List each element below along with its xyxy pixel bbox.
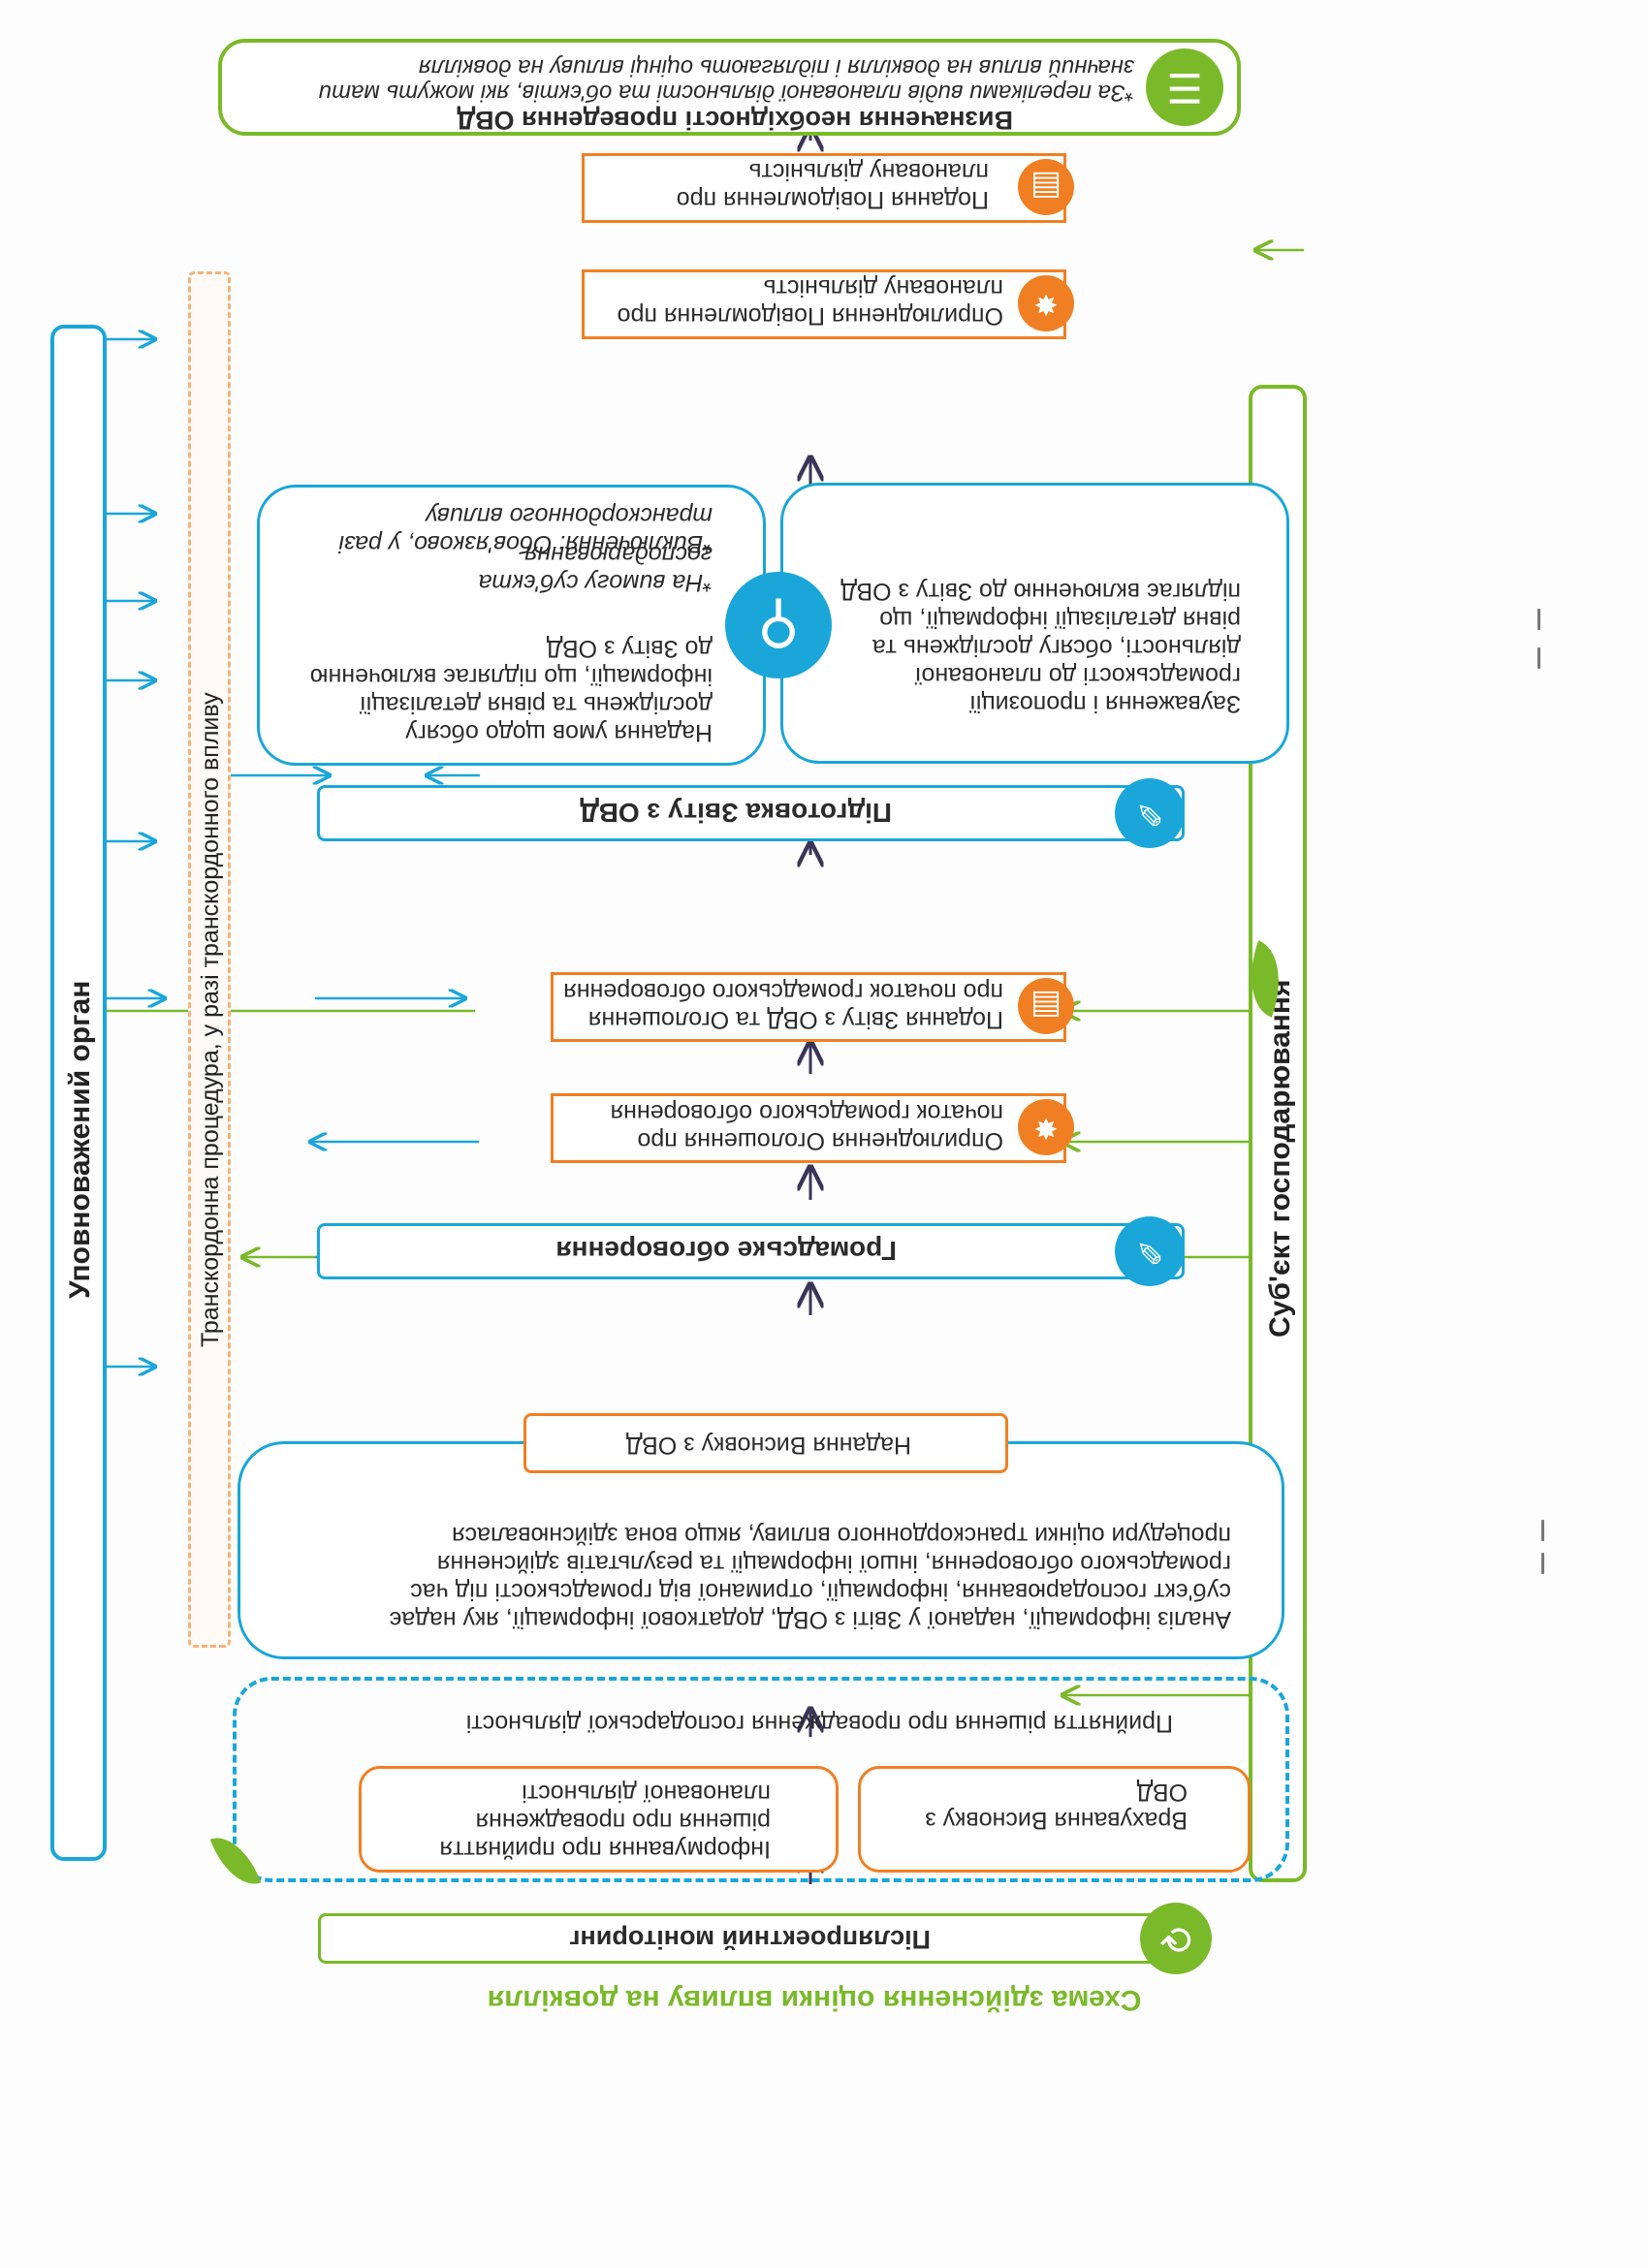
subject-label: Суб'єкт господарювання (1264, 979, 1296, 1338)
step-public-discussion-title: Громадське обговорення (555, 1236, 897, 1266)
edit-icon: ✎ (1115, 1216, 1185, 1286)
step-decision-inform-text: Інформування про прийняття рішення про п… (439, 1780, 771, 1863)
document-icon: ▤ (1018, 978, 1074, 1034)
step-decision-text: Прийняття рішення про провадження господ… (465, 1710, 1173, 1737)
step-monitoring-title: Післяпроектний моніторинг (569, 1925, 931, 1954)
step-decision-consider-text: Врахування Висновку з ОВД (925, 1779, 1188, 1834)
authority-label: Уповноважений орган (64, 980, 96, 1299)
step-prepare-report-title: Підготовка Звіту з ОВД (580, 798, 892, 828)
step-determine-note: *За переліками видів планованої діяльнос… (318, 54, 1134, 106)
step-publish-notice-text: Оприлюднення Повідомлення про плановану … (617, 274, 1003, 330)
monitoring-icon: ⟳ (1140, 1903, 1212, 1974)
step-submit-report-text: Подання Звіту з ОВД та Оголошення про по… (563, 978, 1003, 1033)
diagram-title: Схема здійснення оцінки впливу на довкіл… (487, 1984, 1142, 2016)
binding-mark (1537, 647, 1540, 669)
binding-mark (1541, 1520, 1544, 1541)
step-scope-conditions-text: Надання умов щодо обсягу досліджень та р… (309, 635, 713, 746)
step-issue-conclusion-text: Надання Висновку з ОВД (625, 1432, 911, 1459)
edit-icon: ✎ (1115, 778, 1185, 848)
binding-mark (1541, 1553, 1544, 1574)
step-publish-announcement-text: Оприлюднення Оголошення про початок гром… (610, 1099, 1003, 1154)
list-icon: ☰ (1146, 48, 1223, 126)
megaphone-icon: ✸ (1018, 1099, 1074, 1155)
megaphone-icon: ✸ (1018, 275, 1074, 331)
step-determine-title: Визначення необхідності проведення ОВД (457, 106, 1013, 135)
transboundary-label: Транскордонна процедура, у разі транскор… (197, 692, 224, 1347)
step-submit-notice-text: Подання Повідомлення про плановану діяль… (676, 158, 989, 213)
binding-mark (1537, 609, 1540, 630)
step-analysis-text: Аналіз інформації, наданої у Звіті з ОВД… (389, 1522, 1231, 1633)
step-scope-note-2: *Виключення: Обов'язково, у разі транско… (338, 502, 713, 557)
document-icon: ▤ (1018, 159, 1074, 215)
step-public-remarks-text: Зауваження і пропозиції громадськості до… (840, 578, 1241, 717)
magnifier-icon: ⚲ (725, 572, 832, 678)
